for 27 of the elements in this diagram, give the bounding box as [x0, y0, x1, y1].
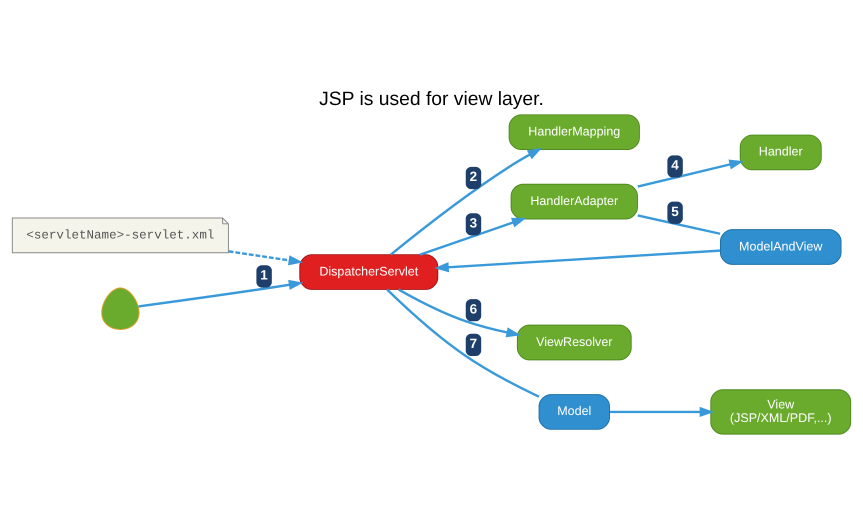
arrow — [138, 279, 304, 308]
edge-label: 2 — [470, 168, 478, 184]
node-box: View (JSP/XML/PDF,...) — [710, 388, 852, 434]
edge-label: 5 — [671, 203, 679, 218]
arrow — [434, 248, 720, 272]
connector — [637, 214, 720, 234]
node-box: Model — [538, 394, 610, 430]
node-person — [101, 287, 140, 330]
edge-label: 1 — [260, 266, 268, 282]
arrow — [398, 288, 521, 337]
node-box: ViewResolver — [516, 324, 632, 360]
arrow — [228, 250, 304, 265]
node-box: DispatcherServlet — [299, 254, 438, 290]
edge-label: 4 — [671, 157, 679, 172]
node-box: HandlerAdapter — [510, 183, 638, 219]
connector — [386, 288, 540, 398]
arrow — [610, 406, 714, 417]
diagram-title: JSP is used for view layer. — [319, 88, 544, 110]
node-box: ModelAndView — [720, 228, 842, 264]
edge-label: 3 — [470, 214, 478, 230]
edge-label: 7 — [470, 335, 478, 350]
edge-label: 6 — [470, 300, 478, 316]
arrow — [420, 217, 526, 256]
node-box: HandlerMapping — [508, 114, 640, 150]
arrow — [390, 147, 542, 256]
node-box: Handler — [740, 134, 822, 170]
arrow — [637, 159, 744, 188]
